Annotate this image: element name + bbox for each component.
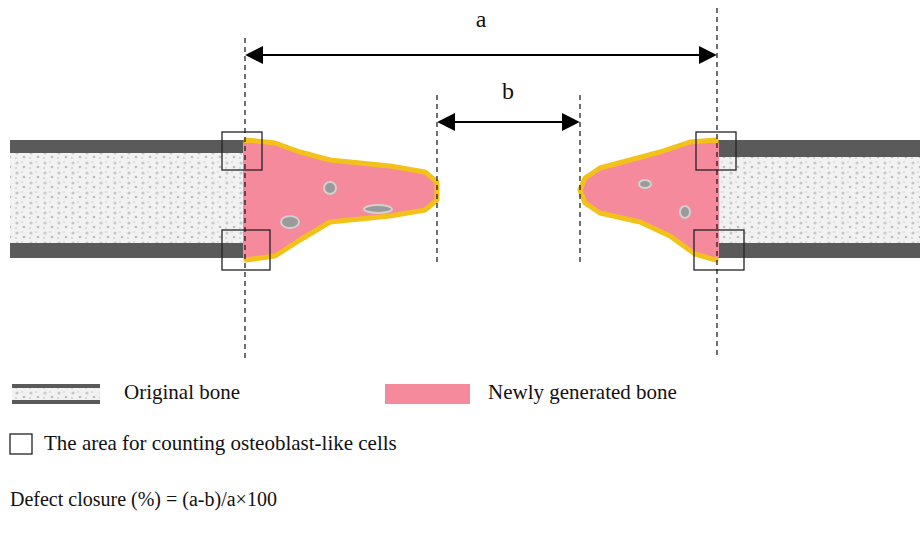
dimension-arrow — [247, 55, 715, 122]
legend-text: The area for counting osteoblast-like ce… — [44, 432, 397, 455]
original-bone — [10, 140, 920, 258]
dimension-label: a — [476, 6, 487, 32]
new-bone — [243, 140, 719, 260]
counting-area — [222, 132, 744, 270]
guide-line — [245, 8, 717, 358]
legend-text: Newly generated bone — [488, 381, 677, 404]
dimension-label: b — [502, 78, 514, 104]
legend-text: Original bone — [124, 381, 240, 404]
legend-swatch — [385, 384, 470, 404]
formula-note: Defect closure (%) = (a-b)/a×100 — [10, 488, 277, 510]
